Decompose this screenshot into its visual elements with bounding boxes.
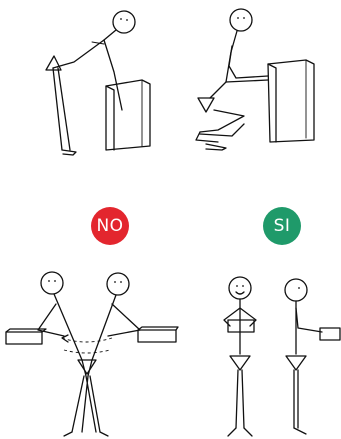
upright-figures: [223, 276, 341, 437]
si-badge: SI: [263, 207, 301, 245]
box-left: [105, 79, 151, 151]
box-right: [267, 59, 315, 143]
twisting-figures: [5, 271, 179, 437]
bending-figure: [45, 10, 136, 156]
squatting-figure: [195, 8, 269, 151]
no-badge: NO: [91, 207, 129, 245]
